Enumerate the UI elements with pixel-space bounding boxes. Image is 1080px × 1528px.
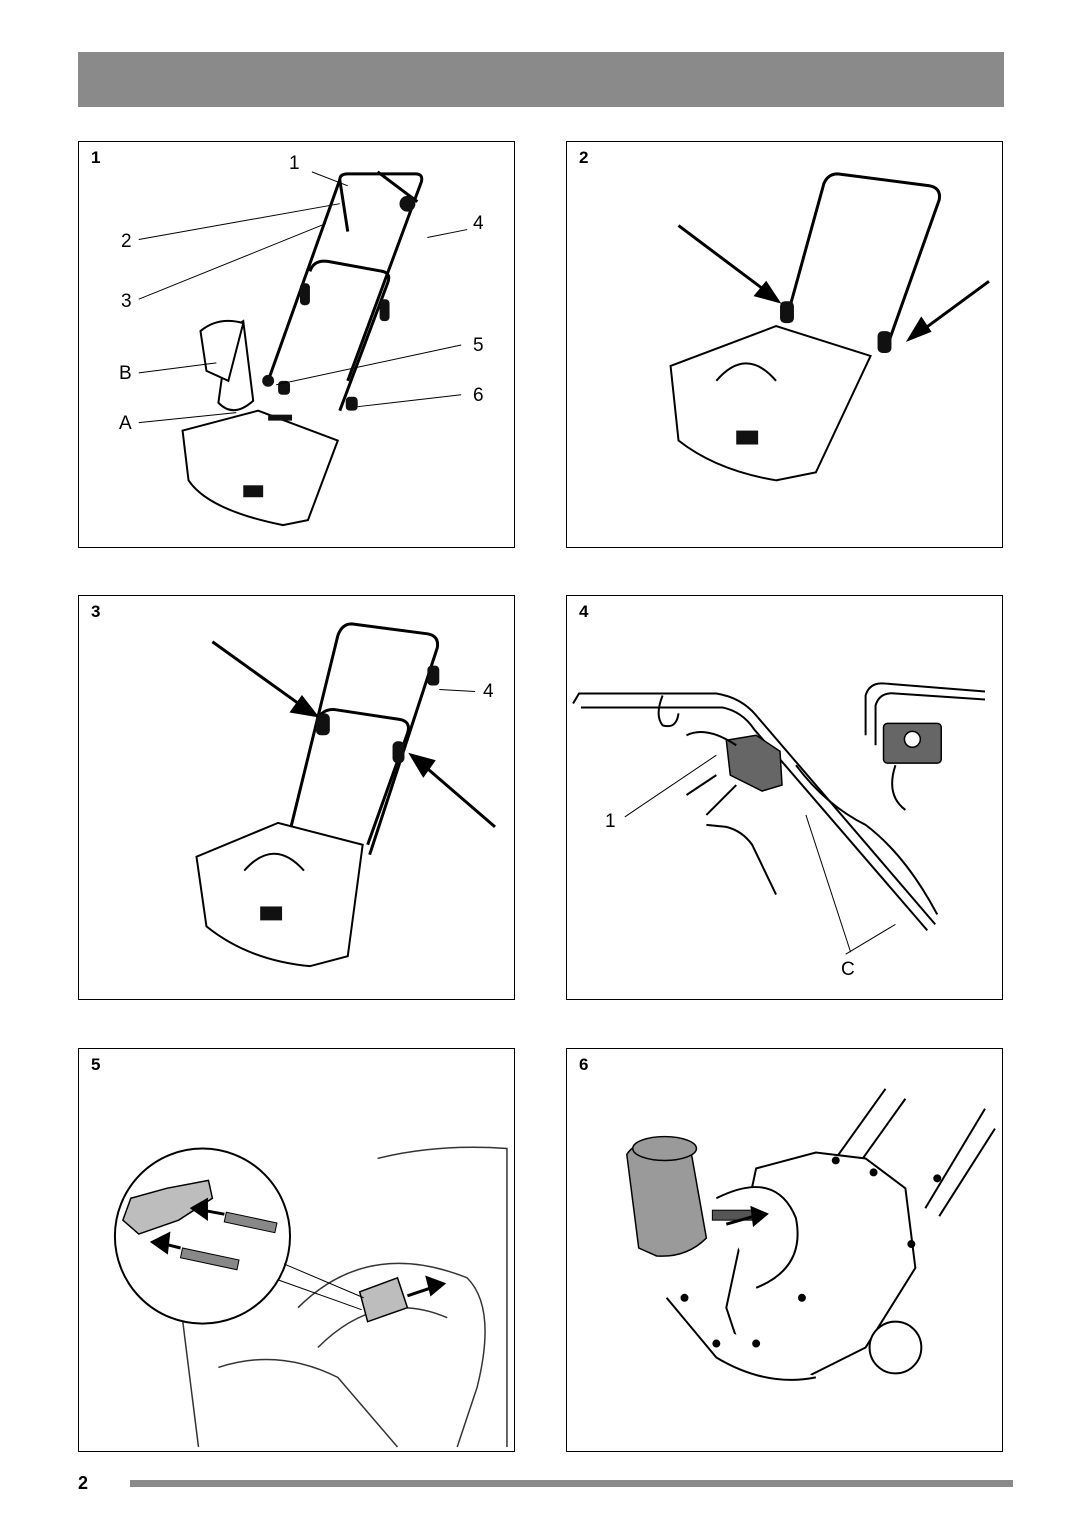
callout-5: 5 [473, 335, 484, 356]
page-number: 2 [78, 1473, 89, 1493]
figure-number: 3 [91, 602, 101, 621]
switch-mount-detail-illustration [572, 682, 986, 955]
chute-assembly-illustration [626, 1088, 996, 1381]
figure-number: 5 [91, 1055, 101, 1074]
header-bar [78, 52, 1004, 107]
chute-spring-installation-illustration [113, 1146, 508, 1448]
figure-number: 1 [91, 148, 101, 167]
footer-bar [130, 1480, 1013, 1487]
figure-3-panel: 3 4 [78, 595, 515, 1000]
figure-5-panel: 5 [78, 1048, 515, 1452]
callout-b: B [119, 363, 132, 384]
callout-1: 1 [605, 811, 616, 832]
figure-number: 2 [579, 148, 589, 167]
figure-number: 4 [579, 602, 589, 621]
callout-a: A [119, 413, 132, 434]
snow-thrower-handle-fold-illustration [669, 172, 990, 482]
callout-4: 4 [483, 681, 494, 702]
figure-number: 6 [579, 1055, 589, 1074]
callout-1: 1 [289, 153, 300, 174]
figure-4-panel: 4 1 C [566, 595, 1003, 1000]
snow-thrower-overview-illustration [138, 170, 468, 527]
figure-6-panel: 6 [566, 1048, 1003, 1452]
figure-2-panel: 2 [566, 141, 1003, 548]
callout-2: 2 [121, 231, 132, 252]
callout-6: 6 [473, 385, 484, 406]
callout-c: C [841, 959, 855, 980]
callout-4: 4 [473, 213, 484, 234]
snow-thrower-handle-mount-illustration [195, 622, 496, 968]
figure-1-panel: 1 [78, 141, 515, 548]
callout-3: 3 [121, 291, 132, 312]
